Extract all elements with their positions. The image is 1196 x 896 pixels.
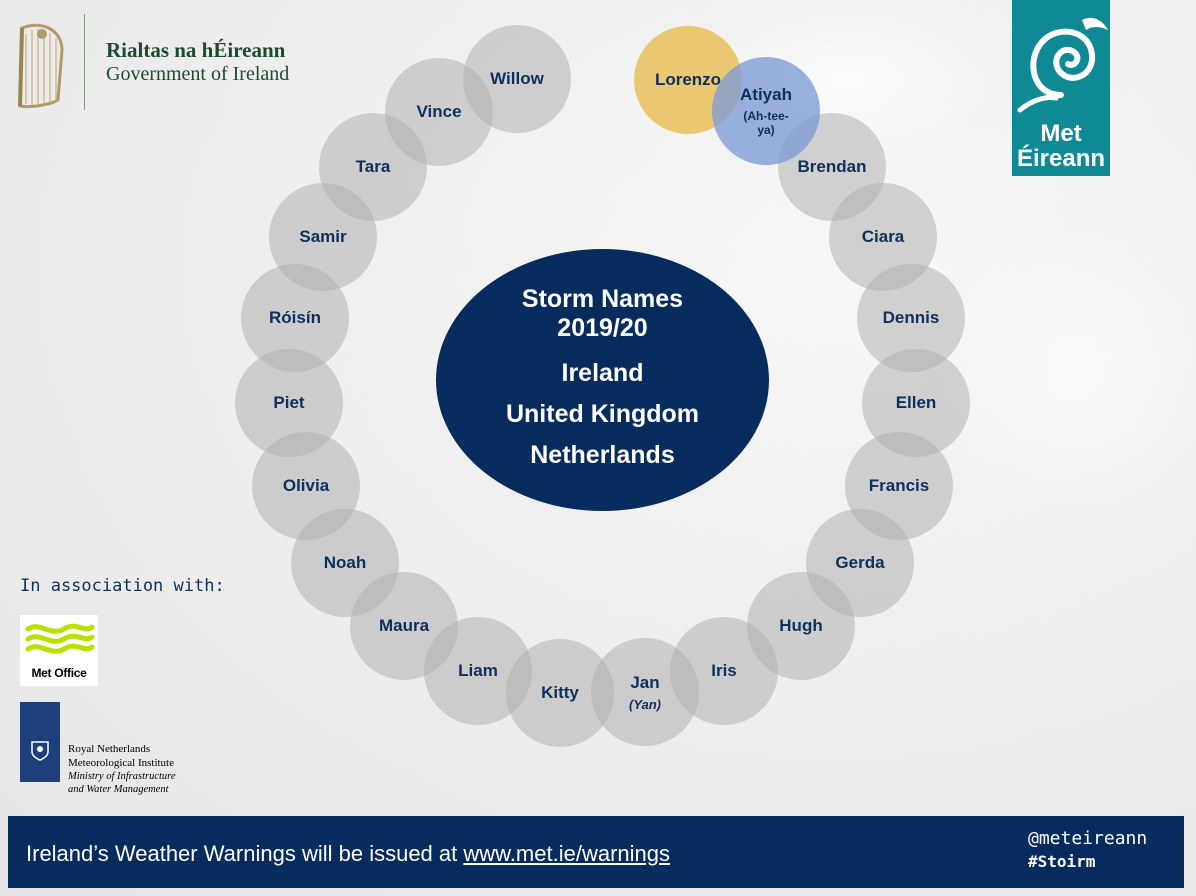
met-eireann-logo: Met Éireann: [1012, 0, 1110, 176]
spiral-icon: [1017, 17, 1108, 113]
storm-name: Jan: [630, 672, 660, 692]
knmi-line2: Meteorological Institute: [68, 757, 174, 769]
storm-name: Gerda: [835, 553, 885, 572]
center-title: Storm Names 2019/20: [522, 285, 683, 343]
storm-pronunciation: (Ah-tee-ya): [743, 109, 789, 137]
met-office-waves-icon: [25, 623, 95, 654]
harp-icon: [18, 23, 64, 108]
storm-name: Ciara: [861, 227, 905, 246]
gov-english-name: Government of Ireland: [106, 63, 290, 85]
storm-name: Olivia: [282, 476, 330, 495]
storm-name: Vince: [416, 102, 462, 121]
center-title-line2: 2019/20: [557, 313, 648, 342]
gov-irish-name: Rialtas na hÉireann: [106, 38, 286, 62]
storm-name: Samir: [299, 227, 347, 246]
knmi-bar: [20, 702, 60, 782]
storm-name: Piet: [273, 393, 305, 412]
knmi-line4: and Water Management: [68, 784, 169, 795]
storm-name: Dennis: [882, 308, 940, 327]
storm-name-bubble: Atiyah (Ah-tee-ya): [712, 57, 820, 165]
storm-name: Francis: [868, 476, 930, 495]
storm-name: Lorenzo: [654, 70, 722, 89]
storm-name: Liam: [458, 661, 498, 680]
government-name: Rialtas na hÉireann Government of Irelan…: [106, 38, 289, 86]
warnings-message: Ireland’s Weather Warnings will be issue…: [26, 841, 670, 867]
storm-name-bubble: Willow: [463, 25, 571, 133]
met-logo-word1: Met: [1040, 120, 1082, 147]
storm-name: Tara: [355, 157, 391, 176]
center-title-line1: Storm Names: [521, 284, 684, 313]
warnings-text: Ireland’s Weather Warnings will be issue…: [26, 841, 464, 866]
twitter-handle[interactable]: @meteireann: [1028, 828, 1148, 849]
country-netherlands: Netherlands: [530, 440, 675, 469]
storm-name: Maura: [378, 616, 430, 635]
storm-name: Atiyah: [740, 85, 792, 104]
storm-name: Hugh: [779, 616, 823, 635]
association-label: In association with:: [20, 576, 225, 596]
center-circle: Storm Names 2019/20 Ireland United Kingd…: [436, 249, 769, 511]
storm-name: Ellen: [895, 393, 937, 412]
footer-banner: Ireland’s Weather Warnings will be issue…: [8, 816, 1184, 888]
knmi-line1: Royal Netherlands: [68, 743, 151, 755]
storm-name: Iris: [711, 661, 737, 680]
crest-icon: [31, 741, 49, 761]
warnings-link[interactable]: www.met.ie/warnings: [463, 841, 670, 866]
met-office-name: Met Office: [31, 666, 87, 680]
country-uk: United Kingdom: [505, 399, 700, 428]
met-office-logo: Met Office: [20, 615, 98, 686]
knmi-line3: Ministry of Infrastructure: [68, 771, 176, 782]
storm-name: Kitty: [541, 683, 579, 702]
storm-name: Willow: [490, 69, 544, 88]
met-logo-word2: Éireann: [1016, 145, 1106, 172]
storm-pronunciation: (Yan): [628, 696, 662, 712]
storm-name: Róisín: [269, 308, 321, 327]
knmi-name: Royal Netherlands Meteorological Institu…: [68, 742, 238, 796]
hashtag: #Stoirm: [1028, 852, 1096, 871]
country-ireland: Ireland: [561, 358, 644, 387]
storm-name: Brendan: [797, 157, 867, 176]
storm-name: Noah: [323, 553, 367, 572]
header-divider: [84, 14, 85, 110]
